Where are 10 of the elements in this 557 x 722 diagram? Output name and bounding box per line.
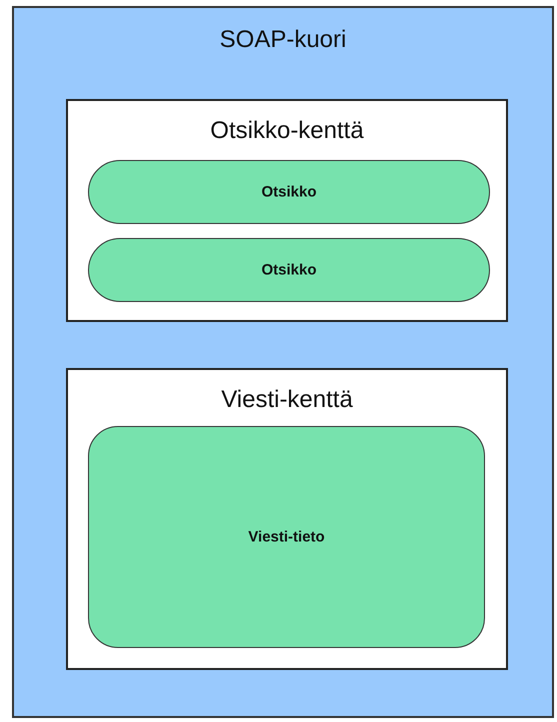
section-title: SOAP-kuori bbox=[218, 26, 348, 54]
node-label: Viesti-tieto bbox=[247, 528, 326, 546]
node-label: Otsikko bbox=[260, 262, 318, 278]
section-box bbox=[66, 99, 508, 322]
section-title: Otsikko-kenttä bbox=[209, 117, 365, 145]
body-block bbox=[88, 426, 485, 648]
section-title: Viesti-kenttä bbox=[220, 386, 354, 414]
envelope-panel bbox=[12, 6, 554, 718]
node-label: Otsikko bbox=[260, 184, 318, 200]
section-box bbox=[66, 368, 508, 670]
